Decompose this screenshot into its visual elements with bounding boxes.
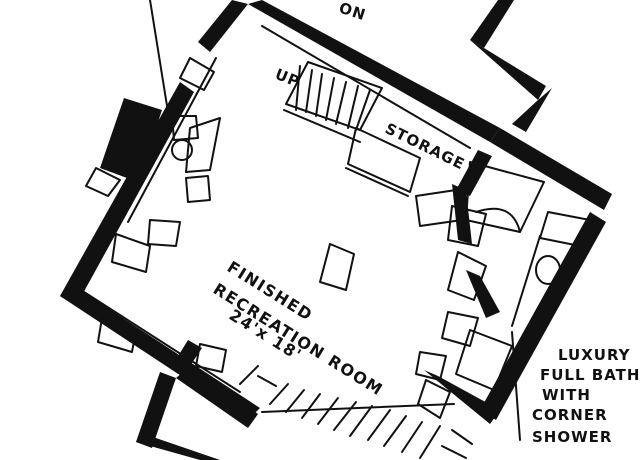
bath-callout-line-5: SHOWER [532, 428, 612, 446]
bath-callout: LUXURY FULL BATH WITH CORNER SHOWER [532, 346, 640, 446]
bath-callout-line-4: CORNER [532, 406, 608, 424]
bath-callout-line-3: WITH [542, 386, 591, 404]
bath-callout-line-1: LUXURY [558, 346, 631, 364]
top-cut-label: ON [337, 0, 369, 24]
sketch-lines [83, 0, 591, 459]
bath-callout-line-2: FULL BATH [540, 366, 640, 384]
